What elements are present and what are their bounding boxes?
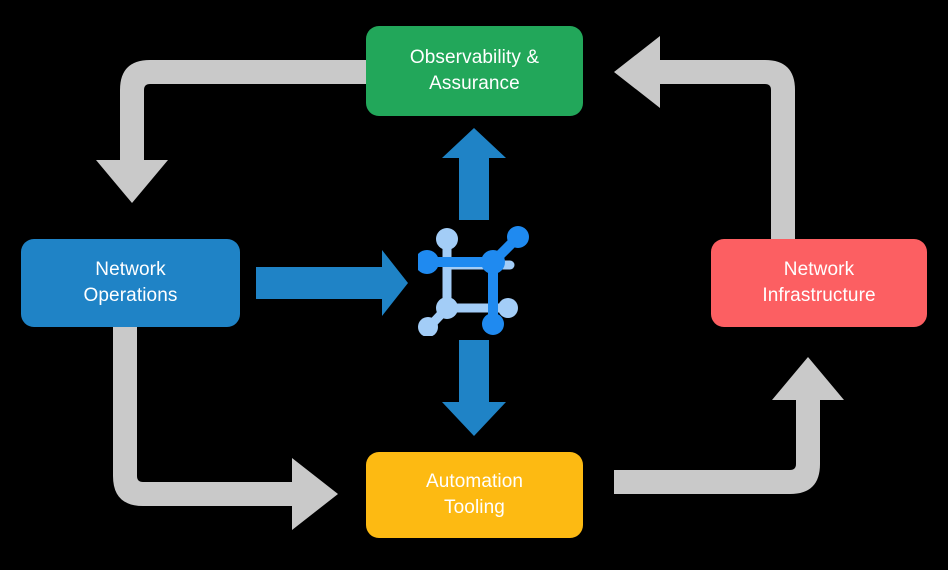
- arrow-observability-to-operations: [96, 60, 366, 203]
- node-network-infrastructure[interactable]: Network Infrastructure: [711, 239, 927, 327]
- arrow-infrastructure-to-observability: [614, 36, 795, 239]
- arrow-center-to-observability: [442, 128, 506, 220]
- arrow-operations-to-automation: [113, 327, 338, 530]
- arrow-automation-to-infrastructure: [614, 357, 844, 494]
- arrow-center-to-automation: [442, 340, 506, 436]
- network-topology-icon: [418, 226, 529, 336]
- node-observability-assurance[interactable]: Observability & Assurance: [366, 26, 583, 116]
- arrow-operations-to-center: [256, 250, 408, 316]
- node-network-operations[interactable]: Network Operations: [21, 239, 240, 327]
- node-automation-tooling[interactable]: Automation Tooling: [366, 452, 583, 538]
